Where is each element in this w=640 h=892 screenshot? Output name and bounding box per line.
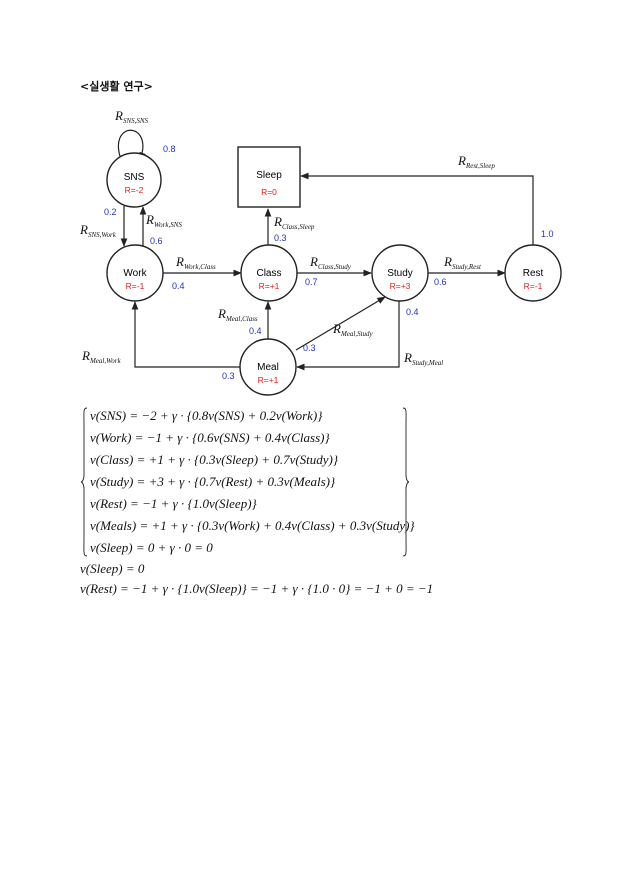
reward-label-study-meal: RStudy,Meal [403, 350, 443, 367]
node-rest: Rest R=-1 [504, 244, 562, 302]
reward-label-rest-sleep: RRest,Sleep [457, 153, 495, 170]
node-label: Rest [523, 268, 544, 279]
edge-rest-sleep [300, 172, 534, 246]
left-brace [80, 407, 88, 557]
edge-sns-sns [117, 129, 146, 163]
equation-meals: v(Meals) = +1 + γ · {0.3v(Work) + 0.4v(C… [90, 518, 415, 533]
reward-label-study-rest: RStudy,Rest [443, 254, 482, 271]
node-reward: R=+1 [259, 281, 280, 291]
node-sns: SNS R=-2 [106, 152, 162, 208]
node-reward: R=0 [261, 187, 277, 197]
node-label: SNS [124, 172, 145, 183]
equation-sleep-result: v(Sleep) = 0 [80, 561, 145, 576]
reward-label-work-sns: RWork,SNS [145, 212, 182, 229]
prob-label-work-class: 0.4 [172, 281, 185, 291]
prob-label-class-sleep: 0.3 [274, 233, 287, 243]
prob-label-class-study: 0.7 [305, 277, 318, 287]
reward-label-meal-class: RMeal,Class [217, 306, 258, 323]
section-heading: <실생활 연구> [80, 80, 153, 93]
prob-label-meal-work: 0.3 [222, 371, 235, 381]
prob-label-rest-sleep: 1.0 [541, 229, 554, 239]
node-study: Study R=+3 [371, 244, 429, 302]
reward-label-sns-sns: RSNS,SNS [114, 108, 149, 125]
node-meal: Meal R=+1 [239, 338, 297, 396]
node-label: Sleep [256, 170, 282, 181]
node-label: Class [256, 268, 281, 279]
reward-label-work-class: RWork,Class [175, 254, 216, 271]
prob-label-study-rest: 0.6 [434, 277, 447, 287]
prob-label-study-meal: 0.4 [406, 307, 419, 317]
reward-label-class-sleep: RClass,Sleep [273, 214, 315, 231]
reward-label-class-study: RClass,Study [309, 254, 352, 271]
markov-reward-diagram: SNS R=-2 Work R=-1 Class R=+1 Study R=+3… [79, 108, 562, 396]
reward-label-meal-study: RMeal,Study [332, 321, 374, 338]
prob-label-sns-sns: 0.8 [163, 144, 176, 154]
node-reward: R=-2 [125, 185, 144, 195]
equation-work: v(Work) = −1 + γ · {0.6v(SNS) + 0.4v(Cla… [90, 430, 330, 445]
equation-sleep: v(Sleep) = 0 + γ · 0 = 0 [90, 540, 213, 555]
right-brace [402, 407, 410, 557]
node-class: Class R=+1 [240, 244, 298, 302]
equation-class: v(Class) = +1 + γ · {0.3v(Sleep) + 0.7v(… [90, 452, 339, 467]
equation-rest: v(Rest) = −1 + γ · {1.0v(Sleep)} [90, 496, 257, 511]
node-reward: R=-1 [524, 281, 543, 291]
reward-label-meal-work: RMeal,Work [81, 348, 121, 365]
node-label: Work [123, 268, 147, 279]
node-work: Work R=-1 [106, 244, 164, 302]
node-reward: R=+3 [390, 281, 411, 291]
equation-rest-result: v(Rest) = −1 + γ · {1.0v(Sleep)} = −1 + … [80, 581, 434, 596]
edge-meal-study [295, 296, 386, 351]
edge-study-meal [296, 300, 400, 371]
node-reward: R=-1 [126, 281, 145, 291]
edge-meal-work [131, 301, 240, 368]
node-label: Study [387, 268, 413, 279]
equation-sns: v(SNS) = −2 + γ · {0.8v(SNS) + 0.2v(Work… [90, 408, 323, 423]
prob-label-sns-work: 0.2 [104, 207, 117, 217]
node-reward: R=+1 [258, 375, 279, 385]
reward-label-sns-work: RSNS,Work [79, 222, 117, 239]
node-label: Meal [257, 362, 279, 373]
prob-label-work-sns: 0.6 [150, 236, 163, 246]
prob-label-meal-study: 0.3 [303, 343, 316, 353]
equations-block: v(SNS) = −2 + γ · {0.8v(SNS) + 0.2v(Work… [80, 405, 434, 599]
equation-study: v(Study) = +3 + γ · {0.7v(Rest) + 0.3v(M… [90, 474, 336, 489]
prob-label-meal-class: 0.4 [249, 326, 262, 336]
node-sleep: Sleep R=0 [237, 146, 301, 208]
equation-system: v(SNS) = −2 + γ · {0.8v(SNS) + 0.2v(Work… [80, 405, 415, 559]
